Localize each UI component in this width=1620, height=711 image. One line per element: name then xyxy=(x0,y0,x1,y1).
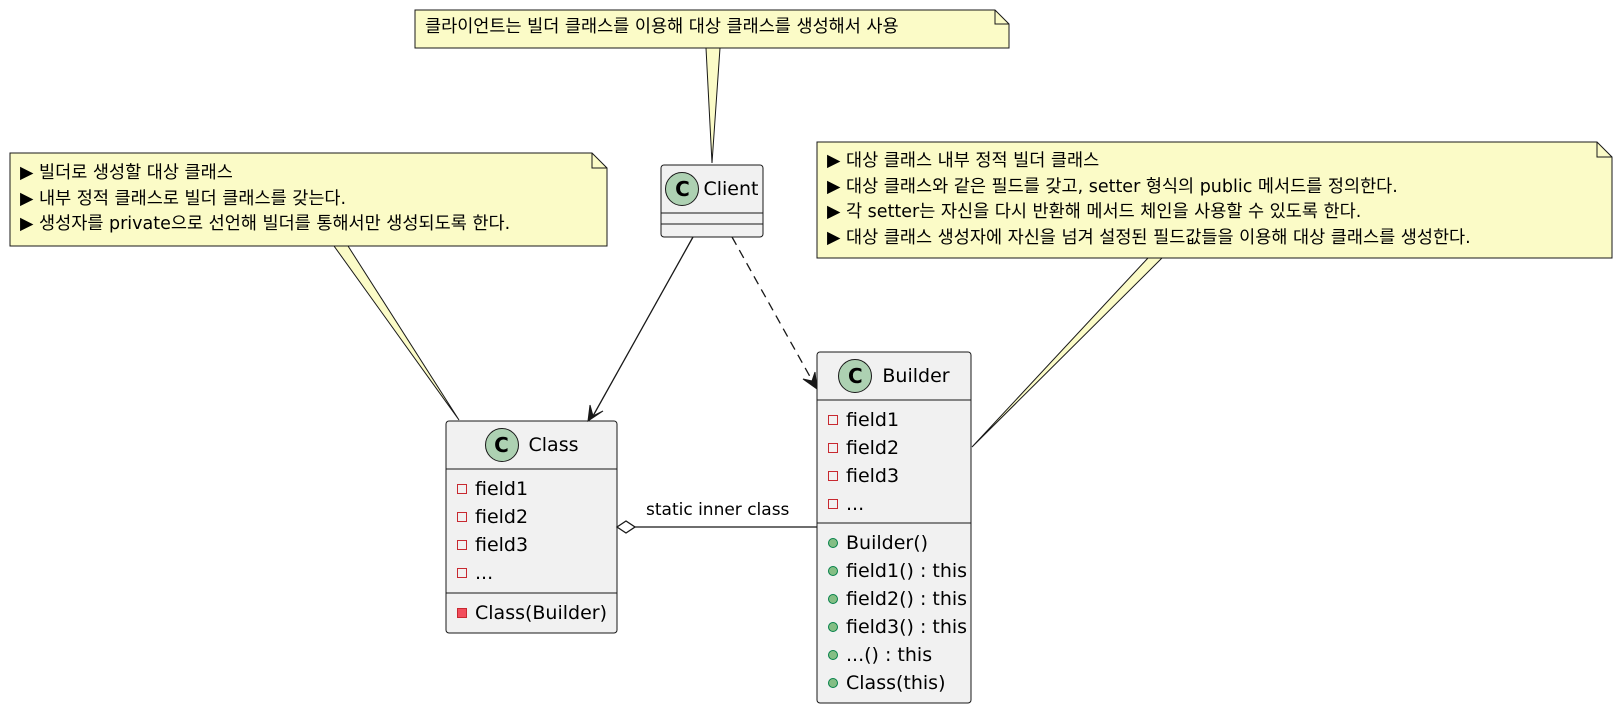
client-note-connector xyxy=(705,47,721,164)
class-name: Client xyxy=(703,178,759,200)
method-name: field2() : this xyxy=(846,588,968,610)
field-name: field1 xyxy=(846,409,900,431)
association-client-class-line xyxy=(592,236,694,417)
class-stereotype-icon: C xyxy=(838,359,873,393)
method-compartment: Class(Builder) xyxy=(446,593,617,627)
method-row: field3() : this xyxy=(817,613,971,641)
note-line: 클라이언트는 빌더 클래스를 이용해 대상 클래스를 생성해서 사용 xyxy=(425,17,899,37)
target-class[interactable]: C Class field1 field2 field3 ... Class(B… xyxy=(446,421,617,627)
private-field-icon xyxy=(828,443,838,453)
note-line: ▶ 빌더로 생성할 대상 클래스 xyxy=(20,163,233,183)
field-row: field3 xyxy=(446,531,617,559)
note-line: ▶ 대상 클래스 내부 정적 빌더 클래스 xyxy=(827,151,1100,171)
field-row: field2 xyxy=(446,503,617,531)
method-name: field3() : this xyxy=(846,616,968,638)
public-method-icon xyxy=(828,594,838,604)
client-note-shape xyxy=(414,9,1010,49)
method-name: Class(this) xyxy=(846,672,946,694)
note-line: ▶ 대상 클래스와 같은 필드를 갖고, setter 형식의 public 메… xyxy=(827,176,1398,197)
private-field-icon xyxy=(828,471,838,481)
note-line: ▶ 내부 정적 클래스로 빌더 클래스를 갖는다. xyxy=(20,188,347,209)
dependency-arrowhead xyxy=(802,371,818,391)
method-row: ...() : this xyxy=(817,641,971,669)
public-method-icon xyxy=(828,538,838,548)
method-row: field1() : this xyxy=(817,557,971,585)
private-field-icon xyxy=(457,512,467,522)
client-note: 클라이언트는 빌더 클래스를 이용해 대상 클래스를 생성해서 사용 xyxy=(425,15,899,41)
class-note-fold xyxy=(591,153,607,169)
association-arrowhead xyxy=(587,404,604,423)
private-field-icon xyxy=(828,499,838,509)
class-name: Builder xyxy=(882,365,950,387)
dependency-client-builder-line xyxy=(731,236,814,383)
public-method-icon xyxy=(828,566,838,576)
private-field-icon xyxy=(457,568,467,578)
field-row: field3 xyxy=(817,462,971,490)
method-name: field1() : this xyxy=(846,560,968,582)
field-compartment: field1 field2 field3 ... xyxy=(817,400,971,523)
aggregation-label: static inner class xyxy=(646,500,790,520)
class-name: Class xyxy=(528,434,579,456)
field-name: field1 xyxy=(475,478,529,500)
public-method-icon xyxy=(828,622,838,632)
public-method-icon xyxy=(828,650,838,660)
class-stereotype-icon: C xyxy=(484,428,519,462)
method-row: Class(Builder) xyxy=(446,599,617,627)
field-name: field3 xyxy=(846,465,900,487)
field-row: ... xyxy=(817,490,971,518)
field-row: field1 xyxy=(446,475,617,503)
private-field-icon xyxy=(828,415,838,425)
field-name: field2 xyxy=(475,506,529,528)
builder-note-shape xyxy=(816,141,1613,259)
builder-note-connector xyxy=(971,257,1164,448)
class-note-connector xyxy=(333,245,460,421)
class-stereotype-icon: C xyxy=(665,172,700,206)
field-name: ... xyxy=(475,562,494,584)
field-row: field2 xyxy=(817,434,971,462)
method-name: ...() : this xyxy=(846,644,933,666)
field-row: field1 xyxy=(817,406,971,434)
private-method-icon xyxy=(457,608,467,618)
field-row: ... xyxy=(446,559,617,587)
aggregation-diamond xyxy=(615,520,637,534)
method-row: Class(this) xyxy=(817,669,971,697)
method-name: Builder() xyxy=(846,532,929,554)
builder-note: ▶ 대상 클래스 내부 정적 빌더 클래스 ▶ 대상 클래스와 같은 필드를 갖… xyxy=(827,149,1471,251)
note-line: ▶ 생성자를 private으로 선언해 빌더를 통해서만 생성되도록 한다. xyxy=(20,214,511,234)
note-line: ▶ 각 setter는 자신을 다시 반환해 메서드 체인을 사용할 수 있도록… xyxy=(827,202,1362,222)
method-row: Builder() xyxy=(817,529,971,557)
builder-class[interactable]: C Builder field1 field2 field3 ... Build… xyxy=(817,352,971,697)
client-note-fold xyxy=(994,10,1009,25)
field-name: field2 xyxy=(846,437,900,459)
client-class[interactable]: C Client xyxy=(661,165,763,213)
field-compartment: field1 field2 field3 ... xyxy=(446,469,617,593)
class-note-shape xyxy=(9,152,608,247)
public-method-icon xyxy=(828,678,838,688)
builder-note-fold xyxy=(1596,142,1612,158)
method-row: field2() : this xyxy=(817,585,971,613)
note-line: ▶ 대상 클래스 생성자에 자신을 넘겨 설정된 필드값들을 이용해 대상 클래… xyxy=(827,227,1471,248)
field-name: ... xyxy=(846,493,865,515)
field-name: field3 xyxy=(475,534,529,556)
method-compartment: Builder() field1() : this field2() : thi… xyxy=(817,523,971,697)
class-note: ▶ 빌더로 생성할 대상 클래스 ▶ 내부 정적 클래스로 빌더 클래스를 갖는… xyxy=(20,161,510,238)
method-name: Class(Builder) xyxy=(475,602,608,624)
private-field-icon xyxy=(457,484,467,494)
private-field-icon xyxy=(457,540,467,550)
